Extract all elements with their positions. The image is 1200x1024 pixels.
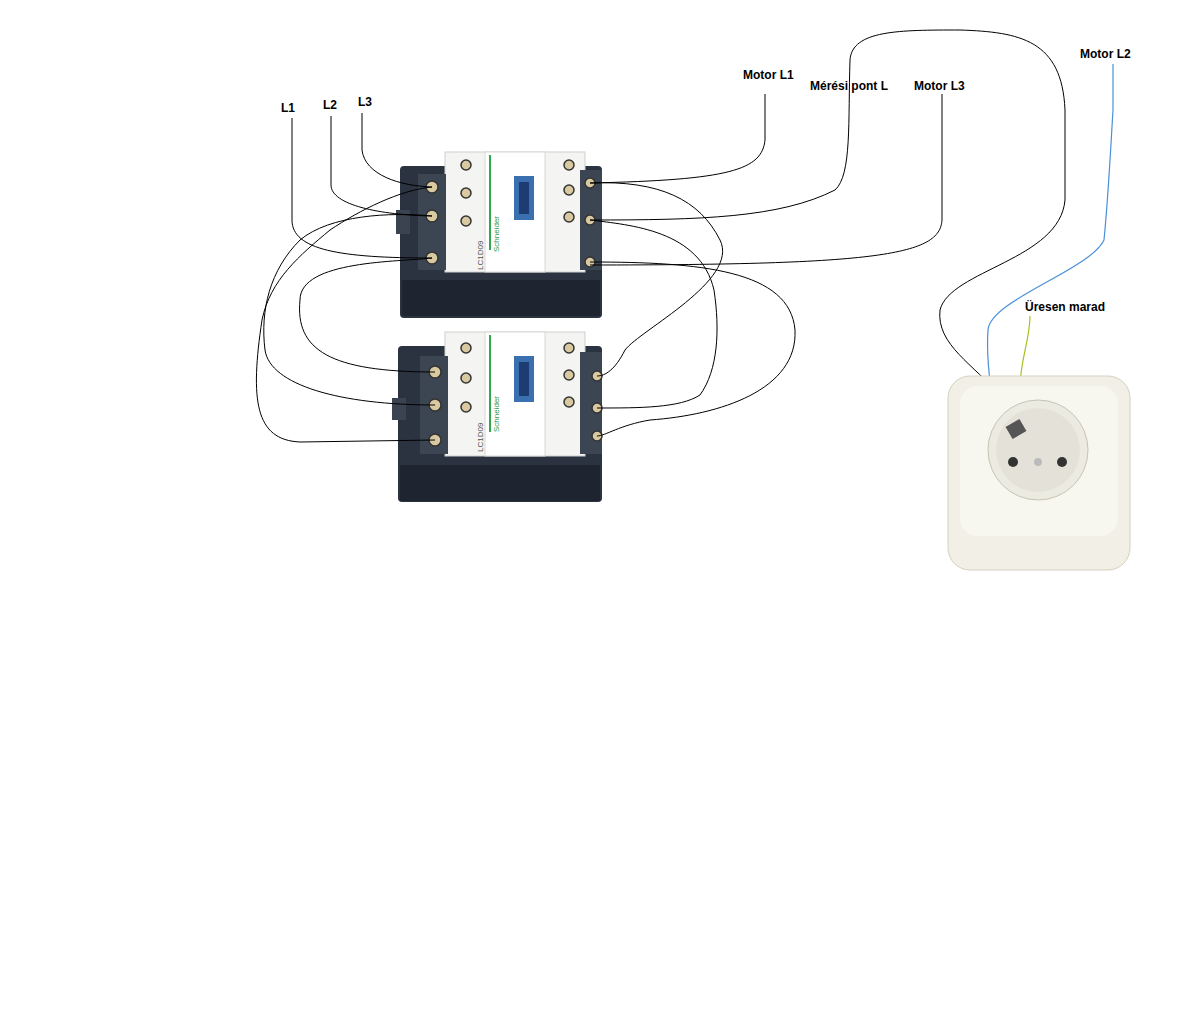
wire-label: Motor L3 [914, 79, 965, 93]
contactor [392, 332, 602, 502]
wire-label: Motor L1 [743, 68, 794, 82]
wire-label: Üresen marad [1025, 300, 1105, 314]
brand-mark: Schneider [492, 396, 501, 432]
brand-mark: Schneider [492, 216, 501, 252]
wire-label: Mérési pont L [810, 79, 888, 93]
socket [948, 376, 1130, 570]
model-mark: LC1D09 [476, 241, 485, 270]
wires [256, 30, 1065, 442]
wire-label: Motor L2 [1080, 47, 1131, 61]
model-mark: LC1D09 [476, 423, 485, 452]
terminal-label: L3 [358, 95, 372, 109]
terminal-label: L2 [323, 98, 337, 112]
contactor [396, 152, 602, 318]
terminal-label: L1 [281, 101, 295, 115]
